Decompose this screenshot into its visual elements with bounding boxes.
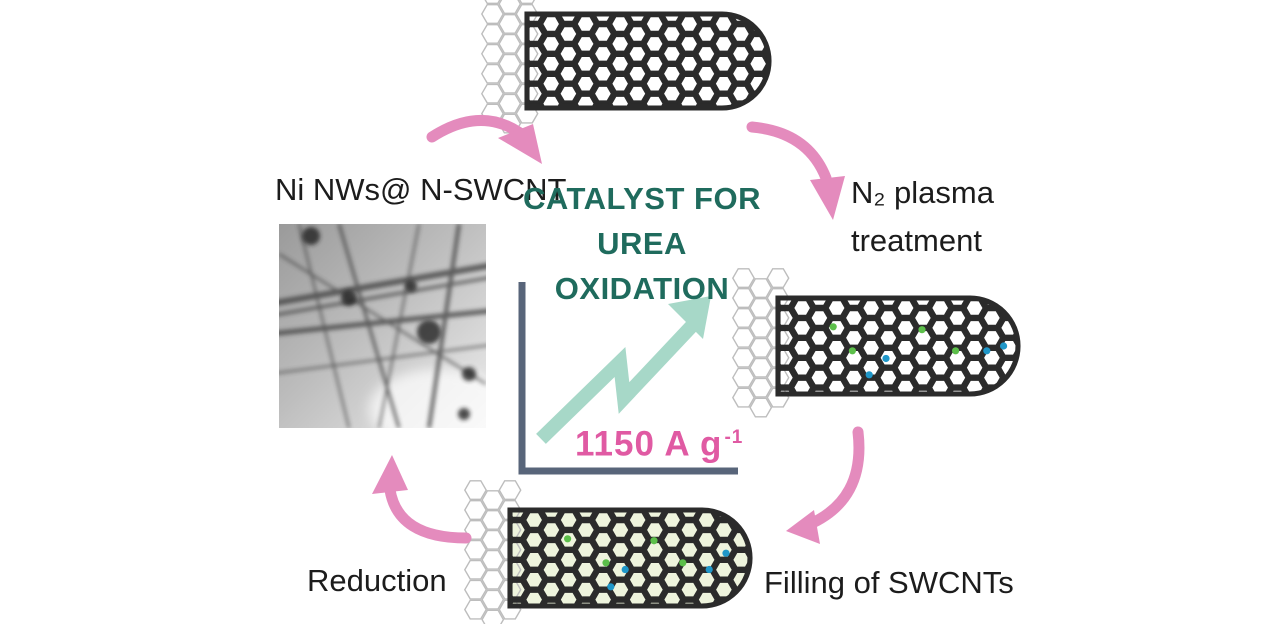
reduction-label: Reduction xyxy=(307,563,447,598)
tem-image xyxy=(279,224,486,428)
catalyst-title: CATALYST FOR UREA OXIDATION xyxy=(522,176,762,311)
nanowire-label: Ni NWs@ N-SWCNT xyxy=(275,172,567,207)
metric-value: 1150 A g xyxy=(575,424,723,464)
catalyst-title-line2: UREA OXIDATION xyxy=(554,226,730,306)
cycle-arrows xyxy=(372,115,865,544)
nitrogen-doped-nanotube xyxy=(731,268,1021,418)
filled-nanotube xyxy=(463,480,753,629)
current-density-metric: 1150 A g-1 xyxy=(575,416,743,467)
tem-micrograph xyxy=(279,224,486,428)
plasma-label-line2: treatment xyxy=(851,223,982,258)
arrow-top-right xyxy=(746,121,845,220)
arrow-bottom-left xyxy=(372,455,472,544)
plasma-label-line1: N₂ plasma xyxy=(851,175,994,210)
trend-arrow-shaft xyxy=(536,320,698,444)
metric-exponent: -1 xyxy=(724,427,744,448)
filling-label: Filling of SWCNTs xyxy=(764,565,1014,600)
performance-graph-icon xyxy=(518,282,738,475)
trend-arrow-head xyxy=(668,296,711,339)
arrow-top-left xyxy=(426,115,542,164)
catalyst-title-line1: CATALYST FOR xyxy=(523,181,761,216)
arrow-bottom-right xyxy=(786,426,865,544)
graph-axes xyxy=(518,282,738,475)
pristine-nanotube xyxy=(480,0,772,134)
